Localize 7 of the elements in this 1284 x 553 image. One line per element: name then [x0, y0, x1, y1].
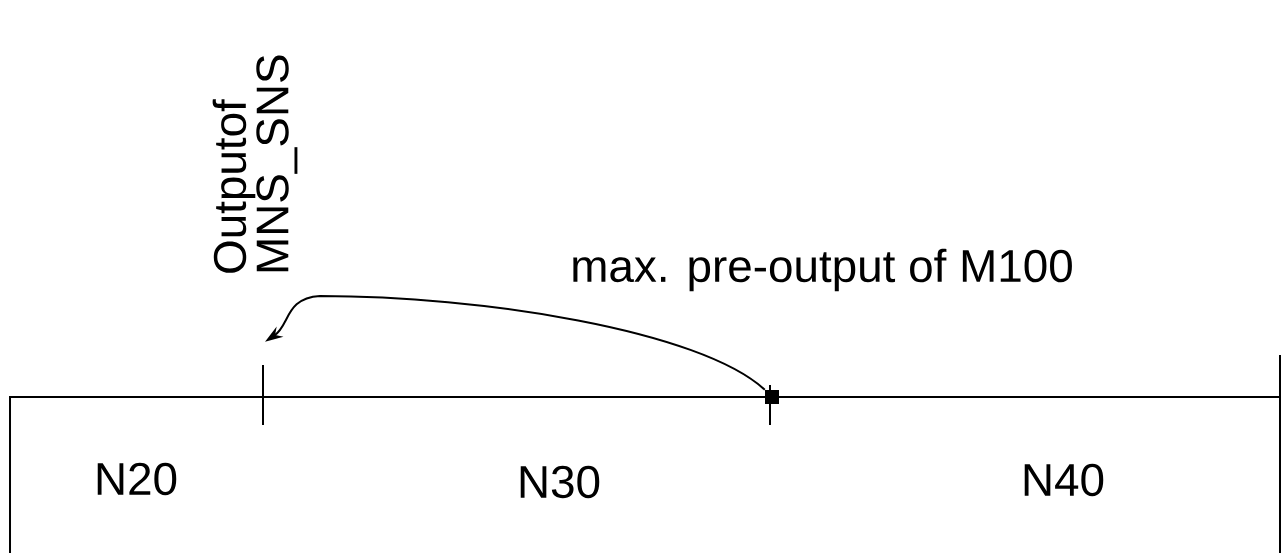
section-label: N20 [97, 462, 177, 496]
rotated-label: Outputof MNS_SNS [212, 55, 298, 273]
tick-mark [262, 365, 264, 425]
junction-square [765, 390, 779, 404]
section-label: N30 [520, 465, 600, 499]
section-label: N40 [1024, 463, 1104, 497]
edge-label: max. pre-output of M100 [573, 248, 1072, 292]
